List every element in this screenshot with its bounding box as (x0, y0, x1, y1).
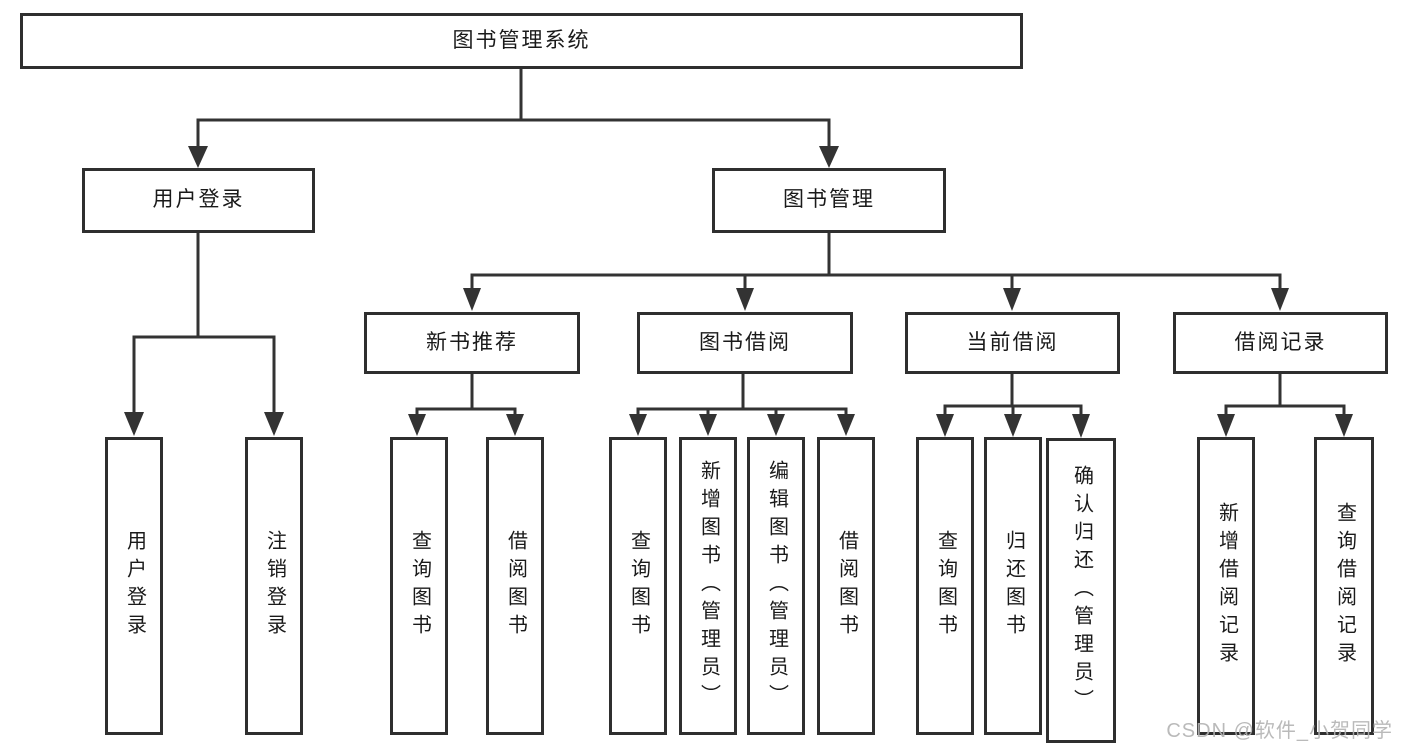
node-new-book-recommendation: 新书推荐 (364, 312, 580, 374)
connector-borrowrec-to-leaves (1224, 374, 1346, 416)
connector-newrec-to-leaves (415, 374, 517, 416)
connector-curborrow-to-leaves (943, 374, 1083, 416)
node-leaf-borrow-books-1: 借阅图书 (486, 437, 544, 735)
node-leaf-query-borrow-record: 查询借阅记录 (1314, 437, 1374, 735)
connector-root-to-level2 (196, 69, 831, 148)
node-leaf-query-books-3: 查询图书 (916, 437, 974, 735)
node-current-borrowing: 当前借阅 (905, 312, 1120, 374)
node-borrowing-records: 借阅记录 (1173, 312, 1388, 374)
connector-bookborrow-to-leaves (636, 374, 848, 416)
node-book-borrowing: 图书借阅 (637, 312, 853, 374)
node-leaf-return-books: 归还图书 (984, 437, 1042, 735)
node-leaf-user-login: 用户登录 (105, 437, 163, 735)
node-leaf-query-books-1: 查询图书 (390, 437, 448, 735)
node-book-management: 图书管理 (712, 168, 946, 233)
node-leaf-borrow-books-2: 借阅图书 (817, 437, 875, 735)
node-leaf-confirm-return-admin: 确认归还（管理员） (1046, 438, 1116, 743)
node-user-login: 用户登录 (82, 168, 315, 233)
arrowheads (124, 146, 1353, 438)
node-leaf-add-borrow-record: 新增借阅记录 (1197, 437, 1255, 735)
csdn-watermark: CSDN @软件_小贺同学 (1166, 720, 1393, 742)
node-leaf-query-books-2: 查询图书 (609, 437, 667, 735)
node-leaf-edit-books-admin: 编辑图书（管理员） (747, 437, 805, 735)
node-leaf-add-books-admin: 新增图书（管理员） (679, 437, 737, 735)
node-leaf-logout: 注销登录 (245, 437, 303, 735)
connector-bookmgmt-to-level3 (470, 233, 1282, 290)
connector-userlogin-to-leaves (132, 233, 276, 414)
node-book-management-system: 图书管理系统 (20, 13, 1023, 69)
